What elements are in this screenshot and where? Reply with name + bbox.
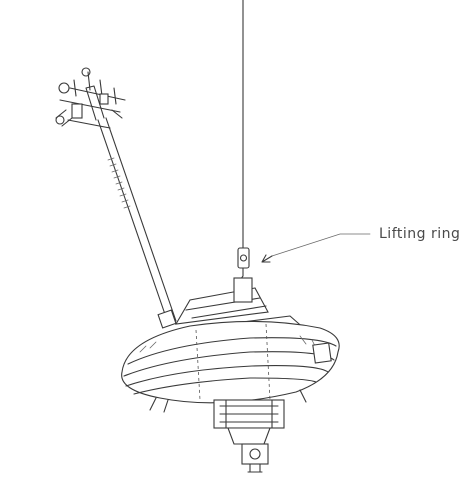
mast-head-instruments	[55, 67, 126, 129]
deck-superstructure	[174, 277, 307, 331]
buoy-hull	[121, 320, 340, 404]
sensor-mast	[97, 117, 177, 329]
lifting-ring-label: Lifting ring	[379, 226, 461, 242]
keel-assembly	[149, 389, 307, 473]
callout-leader	[261, 233, 371, 263]
